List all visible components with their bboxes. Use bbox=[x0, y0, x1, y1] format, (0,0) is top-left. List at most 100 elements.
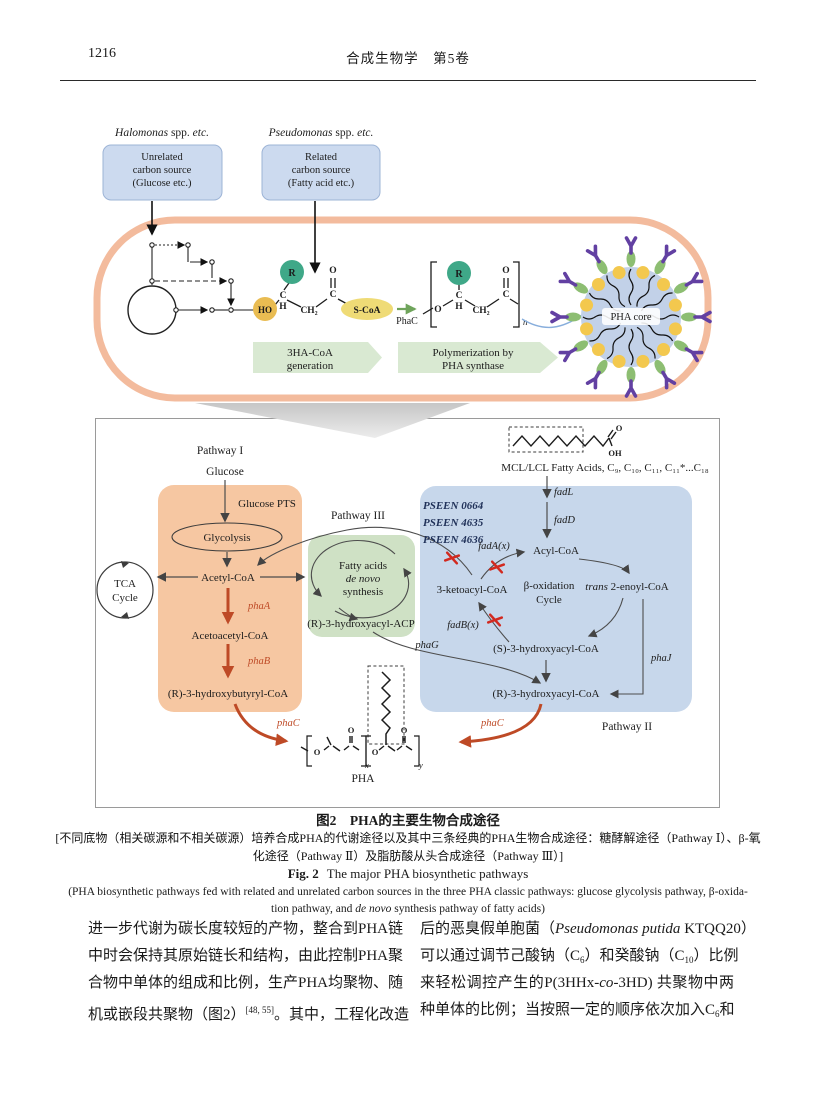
pha-label: PHA bbox=[351, 773, 375, 785]
glycolysis-pathway-box bbox=[158, 485, 302, 712]
figure-note-zh-line2: 化途径（Pathway Ⅱ）及脂肪酸从头合成途径（Pathway Ⅲ）] bbox=[252, 849, 564, 863]
pha-subscript-y: y bbox=[418, 760, 423, 770]
unrelated-carbon-source-box bbox=[102, 144, 223, 201]
phaJ-label: phaJ bbox=[650, 653, 673, 664]
tca-arrowhead-bottom bbox=[121, 612, 129, 619]
knockout-x-marks bbox=[443, 551, 506, 627]
fatty-acid-oh: OH bbox=[608, 448, 622, 458]
glycolysis-ellipse bbox=[171, 522, 283, 552]
mcl-fatty-acids-label: MCL/LCL Fatty Acids, C₉, C₁₀, C₁₁, C₁₁*.… bbox=[501, 462, 709, 474]
svg-text:O: O bbox=[329, 266, 336, 276]
body-line: 来轻松调控产生的P(3HHx-co-3HD) 共聚物中两 bbox=[420, 975, 735, 991]
phaA-label: phaA bbox=[247, 601, 271, 612]
glycolysis-label: Glycolysis bbox=[203, 532, 250, 544]
pathway3-label: Pathway III bbox=[331, 510, 385, 522]
s3ha-coa-label: (S)-3-hydroxyacyl-CoA bbox=[493, 643, 599, 655]
svg-text:O: O bbox=[434, 305, 441, 315]
figure-number-en: Fig. 2 bbox=[287, 866, 319, 881]
fadD-label: fadD bbox=[554, 515, 575, 526]
pathway1-label: Pathway I bbox=[197, 445, 243, 457]
svg-text:R: R bbox=[288, 268, 296, 279]
svg-text:PHA synthase: PHA synthase bbox=[442, 360, 504, 372]
r3hb-coa-label: (R)-3-hydroxybutyryl-CoA bbox=[168, 688, 288, 700]
svg-text:R: R bbox=[455, 269, 463, 280]
pseen-4635-label: PSEEN 4635 bbox=[423, 517, 484, 529]
unrelated-box-line3: (Glucose etc.) bbox=[133, 178, 192, 189]
trans-enoyl-label: trans 2-enoyl-CoA bbox=[585, 581, 668, 593]
phaC-left-arrow bbox=[233, 703, 289, 746]
denovo-cycle-arcs bbox=[310, 540, 412, 622]
svg-text:HO: HO bbox=[258, 305, 272, 315]
svg-text:H: H bbox=[455, 302, 463, 312]
phaC-left-label: phaC bbox=[276, 718, 301, 729]
betaox-label-1: β-oxidation bbox=[524, 580, 575, 592]
svg-text:C: C bbox=[280, 291, 287, 301]
svg-text:H: H bbox=[279, 302, 287, 312]
fatty-acid-structure bbox=[512, 429, 617, 448]
monomer-structure: R HO C H CH₂ C O S-CoA bbox=[253, 260, 393, 321]
polymer-structure: R O C H CH₂ C O n bbox=[422, 261, 528, 328]
pha-sidechain-dashed-box bbox=[367, 665, 405, 745]
pha-sidechain-zigzag bbox=[380, 671, 392, 745]
glucose-label: Glucose bbox=[206, 466, 244, 478]
svg-text:O: O bbox=[502, 266, 509, 276]
body-text-right-column: 后的恶臭假单胞菌（Pseudomonas putida KTQQ20） 可以通过… bbox=[420, 916, 756, 1024]
glucose-pts-label: Glucose PTS bbox=[238, 498, 296, 510]
body-line: 机或嵌段共聚物（图2）[48, 55]。其中，工程化改造 bbox=[88, 1005, 410, 1023]
species-left-label: Halomonas spp. etc. bbox=[114, 127, 209, 139]
phac-label: PhaC bbox=[396, 316, 418, 327]
denovo-label-1: Fatty acids bbox=[339, 560, 387, 572]
pathway2-label: Pathway II bbox=[602, 721, 652, 733]
ketoacyl-coa-label: 3-ketoacyl-CoA bbox=[437, 584, 508, 596]
related-box-line1: Related bbox=[305, 152, 338, 163]
banner-3ha-coa bbox=[253, 342, 382, 373]
svg-text:S-CoA: S-CoA bbox=[354, 306, 381, 316]
pha-core-label: PHA core bbox=[610, 312, 651, 323]
unrelated-box-line1: Unrelated bbox=[141, 152, 183, 163]
r3ha-acp-label: (R)-3-hydroxyacyl-ACP bbox=[307, 618, 415, 630]
body-text-left-column: 进一步代谢为碳长度较短的产物，整合到PHA链 中时会保持其原始链长和结构，由此控… bbox=[88, 916, 410, 1024]
pha-carbonyl-o2: O bbox=[401, 725, 408, 735]
acetoacetyl-coa-label: Acetoacetyl-CoA bbox=[192, 630, 269, 642]
tca-arrowhead-top bbox=[121, 561, 129, 568]
body-line: 后的恶臭假单胞菌（Pseudomonas putida KTQQ20） bbox=[420, 921, 756, 937]
phaG-arrow bbox=[372, 631, 542, 684]
betaox-label-2: Cycle bbox=[536, 594, 562, 606]
svg-text:C: C bbox=[503, 290, 510, 300]
pha-pathway-diagram: Pathway I Glucose Glucose PTS Glycolysis… bbox=[95, 418, 720, 808]
acetyl-coa-label: Acetyl-CoA bbox=[201, 572, 255, 584]
fadBx-label: fadB(x) bbox=[447, 620, 479, 631]
unrelated-box-line2: carbon source bbox=[133, 165, 192, 176]
pha-granule: PHA core bbox=[550, 236, 712, 398]
pha-o2: O bbox=[372, 747, 379, 757]
phaG-label: phaG bbox=[414, 640, 439, 651]
zoom-funnel bbox=[195, 403, 470, 438]
body-line: 进一步代谢为碳长度较短的产物，整合到PHA链 bbox=[88, 921, 404, 937]
metabolic-network-sketch bbox=[127, 241, 263, 335]
species-right-label: Pseudomonas spp. etc. bbox=[268, 127, 374, 139]
pha-overview-figure: Halomonas spp. etc. Pseudomonas spp. etc… bbox=[93, 127, 712, 438]
svg-text:C: C bbox=[456, 291, 463, 301]
svg-text:3HA-CoA: 3HA-CoA bbox=[287, 347, 333, 359]
tca-label-1: TCA bbox=[114, 578, 136, 590]
page-number: 1216 bbox=[88, 46, 116, 61]
polymer-subscript-n: n bbox=[523, 317, 528, 327]
phaJ-arrow bbox=[609, 599, 644, 699]
fadAx-label: fadA(x) bbox=[478, 541, 510, 552]
body-line: 可以通过调节己酸钠（C6）和癸酸钠（C10）比例 bbox=[420, 948, 739, 965]
svg-text:Polymerization by: Polymerization by bbox=[433, 347, 514, 359]
related-box-line2: carbon source bbox=[292, 165, 351, 176]
acyl-coa-label: Acyl-CoA bbox=[533, 545, 579, 557]
pha-subscript-x: x bbox=[364, 760, 369, 770]
tca-label-2: Cycle bbox=[112, 592, 138, 604]
pathway3-curve bbox=[257, 526, 473, 576]
related-carbon-source-box bbox=[261, 144, 381, 201]
body-line: 中时会保持其原始链长和结构，由此控制PHA聚 bbox=[88, 948, 404, 964]
figure-caption-zh: 图2 PHA的主要生物合成途径 bbox=[316, 813, 500, 828]
denovo-label-2: de novo bbox=[346, 573, 381, 585]
fatty-acid-o: O bbox=[616, 423, 623, 433]
citation-ref: [48, 55] bbox=[245, 1005, 275, 1015]
journal-header: 合成生物学 第5卷 bbox=[346, 51, 470, 66]
header-rule bbox=[60, 80, 756, 81]
